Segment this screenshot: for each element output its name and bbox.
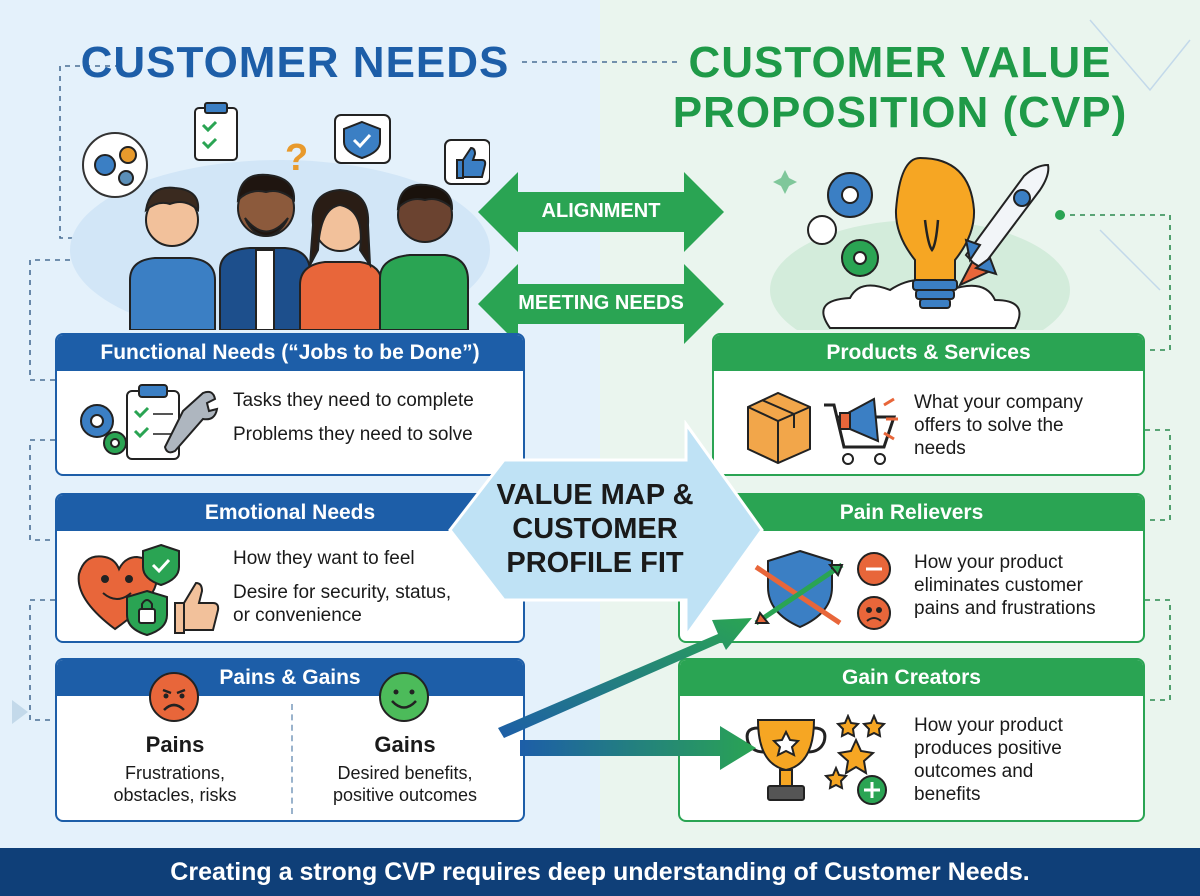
question-icon: ?: [285, 137, 308, 179]
pains-desc-2: obstacles, risks: [113, 785, 237, 805]
lightbulb-icon: [770, 156, 1070, 330]
clipboard-icon: [194, 102, 238, 161]
cvp-title: CUSTOMER VALUE PROPOSITION (CVP): [660, 38, 1140, 138]
cart-megaphone-icon: [824, 397, 898, 465]
alignment-label: ALIGNMENT: [541, 200, 661, 222]
gains-desc-1: Desired benefits,: [337, 763, 473, 783]
box-icon: [747, 391, 898, 465]
thumbs-up-icon: [444, 139, 490, 185]
products-line-2: offers to solve the: [914, 415, 1064, 436]
products-services-card: Products & Services What your company of…: [712, 333, 1145, 476]
value-map-label: VALUE MAP & CUSTOMER PROFILE FIT: [470, 478, 720, 580]
thumbs-up-icon: [174, 581, 220, 634]
products-line-3: needs: [914, 438, 966, 459]
gain-creators-line-2: produces positive: [914, 738, 1062, 759]
value-map-line-2: CUSTOMER: [512, 513, 678, 545]
emotional-line-1: How they want to feel: [233, 548, 415, 569]
clipboard-wrench-icon: [80, 384, 219, 460]
alignment-arrows-icon: [478, 172, 724, 344]
shield-check-icon: [334, 114, 391, 164]
value-map-line-1: VALUE MAP &: [496, 479, 694, 511]
cvp-title-line-1: CUSTOMER VALUE: [688, 38, 1112, 87]
footer-banner: Creating a strong CVP requires deep unde…: [0, 848, 1200, 896]
rocket-icon: [957, 163, 1050, 288]
gain-creators-line-3: outcomes and: [914, 761, 1034, 782]
heart-icon: [77, 543, 220, 637]
stars-icon: [823, 714, 887, 790]
gains-title: Gains: [374, 732, 436, 757]
gain-creators-line-4: benefits: [914, 784, 981, 805]
people-group-icon: ?: [70, 102, 490, 330]
gain-creators-line-1: How your product: [914, 715, 1063, 736]
pain-relievers-line-1: How your product: [914, 552, 1063, 573]
emotional-line-3: or convenience: [233, 605, 362, 626]
functional-needs-title: Functional Needs (“Jobs to be Done”): [57, 335, 523, 371]
pains-desc-1: Frustrations,: [124, 763, 226, 783]
emotional-line-2: Desire for security, status,: [233, 582, 452, 603]
pains-gains-card: Pains & Gains Pains Frustrations, obstac…: [55, 658, 525, 822]
pains-gains-title: Pains & Gains: [57, 660, 523, 696]
functional-line-1: Tasks they need to complete: [233, 390, 474, 411]
happy-face-icon: [379, 672, 429, 722]
trophy-icon: [745, 714, 887, 805]
pain-relievers-line-3: pains and frustrations: [914, 598, 1096, 619]
functional-line-2: Problems they need to solve: [233, 424, 473, 445]
emotional-needs-title: Emotional Needs: [57, 495, 523, 531]
pains-title: Pains: [145, 732, 205, 757]
shield-arrows-icon: [754, 549, 891, 630]
connector-arrows-icon: [498, 618, 756, 770]
gains-desc-2: positive outcomes: [332, 785, 478, 805]
meeting-needs-label: MEETING NEEDS: [518, 292, 684, 314]
gain-creators-title: Gain Creators: [680, 660, 1143, 696]
value-map-line-3: PROFILE FIT: [506, 547, 684, 579]
cvp-title-line-2: PROPOSITION (CVP): [672, 88, 1128, 137]
products-line-1: What your company: [914, 392, 1083, 413]
emotional-needs-card: Emotional Needs How they want to feel De…: [55, 493, 525, 643]
products-services-title: Products & Services: [714, 335, 1143, 371]
sad-face-icon: [149, 672, 199, 722]
gears-icon: [82, 132, 148, 198]
sad-face-icon: [857, 596, 891, 630]
value-map-arrow-icon: [448, 420, 764, 640]
gain-creators-card: Gain Creators How your product produces: [678, 658, 1145, 822]
functional-needs-card: Functional Needs (“Jobs to be Done”) Tas…: [55, 333, 525, 476]
pains-gains-divider: [291, 704, 293, 814]
customer-needs-title: CUSTOMER NEEDS: [80, 38, 510, 87]
pain-relievers-line-2: eliminates customer: [914, 575, 1083, 596]
